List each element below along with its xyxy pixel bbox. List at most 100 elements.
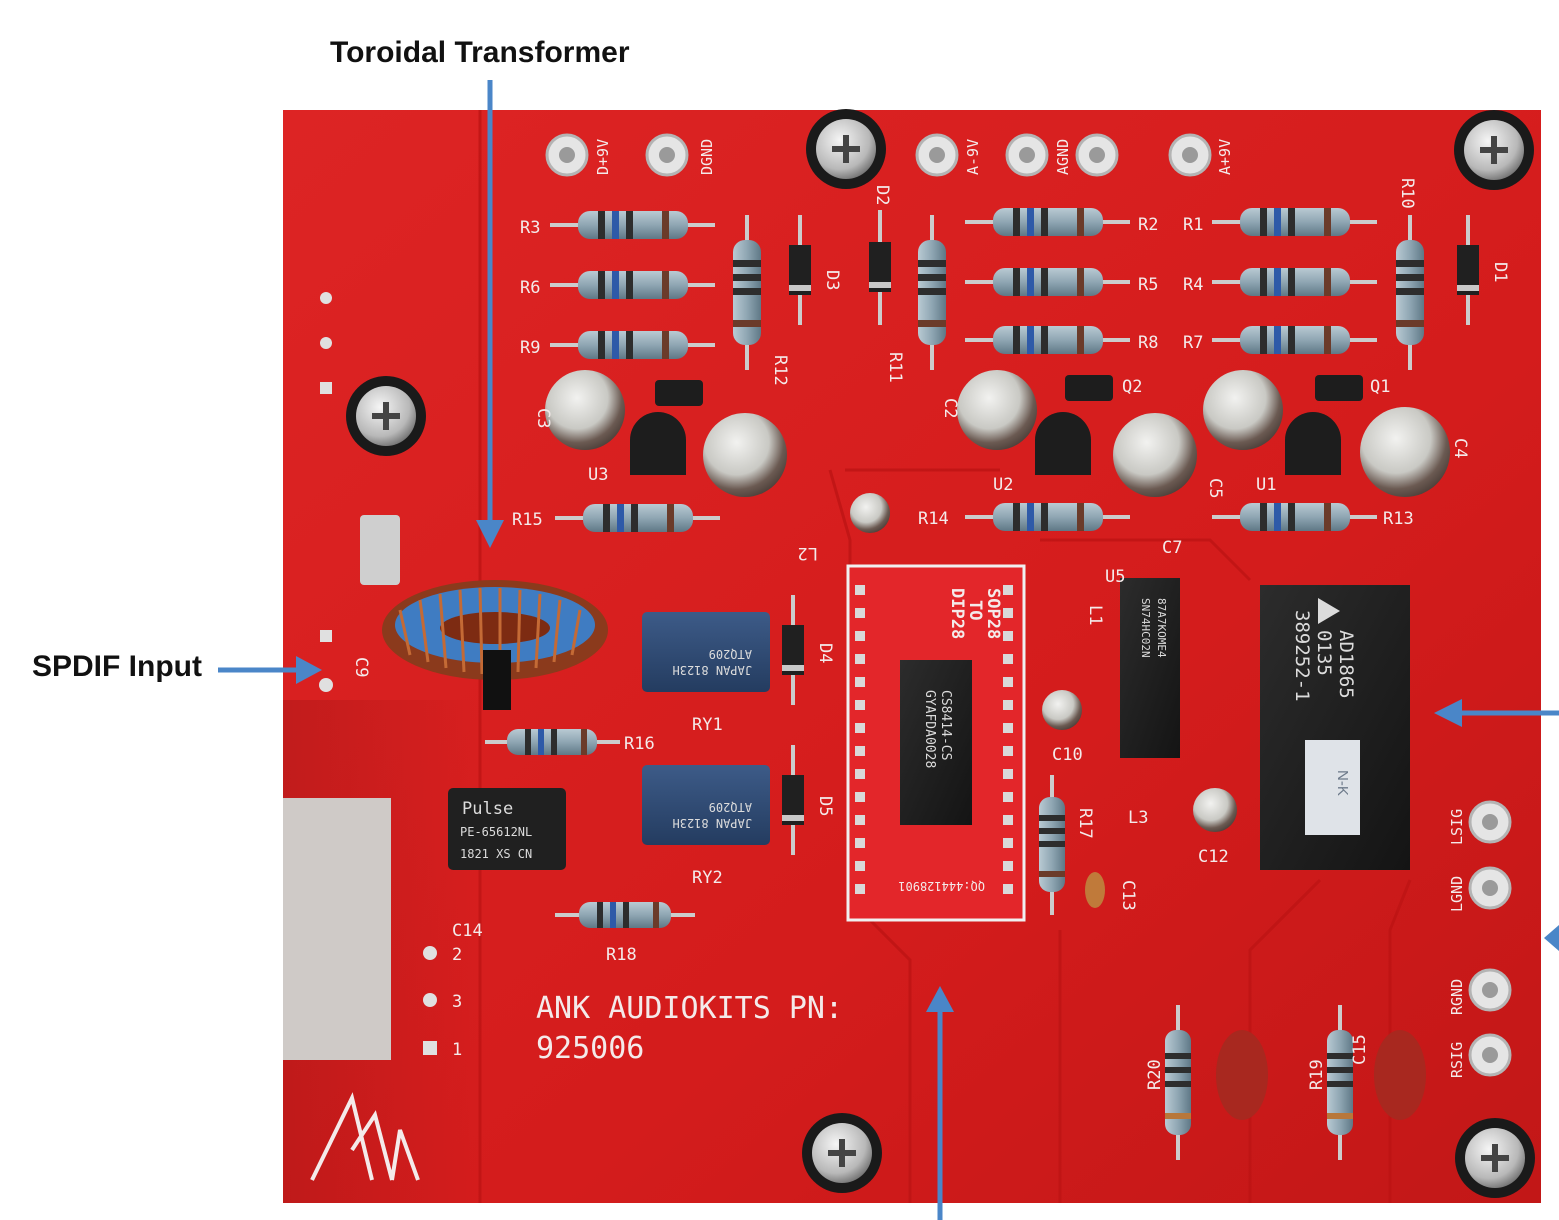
ref-r18: R18 xyxy=(606,945,637,965)
ref-r10: R10 xyxy=(1397,178,1417,209)
ref-c2: C2 xyxy=(940,398,960,418)
adapter-title-1: SOP28 xyxy=(983,588,1003,639)
ref-q2: Q2 xyxy=(1122,377,1142,397)
callout-toroidal-transformer: Toroidal Transformer xyxy=(330,36,630,69)
relay2-text-2: JAPAN 8123H xyxy=(673,816,752,830)
ref-ry1: RY1 xyxy=(692,715,723,735)
toroidal-transformer xyxy=(382,580,608,710)
ref-ry2: RY2 xyxy=(692,868,723,888)
ref-pin2: 2 xyxy=(452,945,462,965)
pad-label-rgnd: RGND xyxy=(1448,979,1466,1015)
logic-chip-line1: 87A7KOME4 xyxy=(1155,598,1168,658)
ref-r9: R9 xyxy=(520,338,540,358)
left-pads xyxy=(319,292,437,1055)
pad-label-lgnd: LGND xyxy=(1448,876,1466,912)
ref-r19: R19 xyxy=(1307,1059,1327,1090)
sticker xyxy=(283,798,391,1060)
ref-u1: U1 xyxy=(1256,475,1276,495)
output-pads xyxy=(1468,800,1512,1077)
receiver-chip-part: CS8414-CS xyxy=(938,690,953,760)
relay1-text-2: JAPAN 8123H xyxy=(673,663,752,677)
receiver-chip xyxy=(900,660,972,825)
relays xyxy=(642,612,770,845)
ref-c15: C15 xyxy=(1350,1034,1370,1065)
transistors xyxy=(630,375,1363,475)
ref-c7: C7 xyxy=(1162,538,1182,558)
ref-r15: R15 xyxy=(512,510,543,530)
resistors-horizontal xyxy=(485,208,1377,928)
ref-r11: R11 xyxy=(885,352,905,383)
capacitors-film xyxy=(360,515,1426,1120)
callout-spdif-input: SPDIF Input xyxy=(32,650,202,683)
pulse-brand: Pulse xyxy=(462,799,513,819)
ref-r13: R13 xyxy=(1383,509,1414,529)
relay2-text-1: ATQ209 xyxy=(709,800,752,814)
ref-c3: C3 xyxy=(533,408,553,428)
ref-c4: C4 xyxy=(1450,438,1470,458)
ref-r14: R14 xyxy=(918,509,949,529)
ref-d1: D1 xyxy=(1490,262,1510,282)
ref-r17: R17 xyxy=(1075,808,1095,839)
adapter-serial: QQ:444128901 xyxy=(898,879,985,893)
dac-chip-line3: 389252-1 xyxy=(1291,610,1313,702)
ref-r1: R1 xyxy=(1183,215,1203,235)
relay1-text-1: ATQ209 xyxy=(709,647,752,661)
ref-d2: D2 xyxy=(872,185,892,205)
ref-r5: R5 xyxy=(1138,275,1158,295)
pad-label-d9v: D+9V xyxy=(594,139,612,175)
logic-chip-line2: SN74HC02N xyxy=(1139,598,1152,658)
dac-chip-part: AD1865 xyxy=(1335,630,1357,699)
analog-devices-logo xyxy=(1318,598,1340,624)
pad-label-agnd: AGND xyxy=(1054,139,1072,175)
dac-sticker xyxy=(1305,740,1360,835)
ref-r16: R16 xyxy=(624,734,655,754)
ref-c13: C13 xyxy=(1118,880,1138,911)
pulse-part: PE-65612NL xyxy=(460,825,532,839)
dac-chip-line2: 0135 xyxy=(1313,630,1335,676)
pad-label-a9vneg: A-9V xyxy=(964,139,982,175)
ref-c5: C5 xyxy=(1205,478,1225,498)
ref-r12: R12 xyxy=(770,355,790,386)
ref-u5: U5 xyxy=(1105,567,1125,587)
power-pads xyxy=(545,133,1212,177)
dac-sticker-text: N-K xyxy=(1334,770,1351,796)
ref-c10: C10 xyxy=(1052,745,1083,765)
ref-d4: D4 xyxy=(815,643,835,663)
ank-logo xyxy=(310,1092,420,1181)
adapter-pins xyxy=(855,585,1013,894)
ref-r4: R4 xyxy=(1183,275,1203,295)
ref-l2: L2 xyxy=(798,543,818,563)
capacitors-electrolytic xyxy=(545,370,1450,832)
ref-l3: L3 xyxy=(1128,808,1148,828)
resistors-vertical xyxy=(733,215,1424,1160)
ref-u2: U2 xyxy=(993,475,1013,495)
kit-part-number: 925006 xyxy=(536,1031,644,1066)
ref-c12: C12 xyxy=(1198,847,1229,867)
callout-arrows xyxy=(218,80,1559,1220)
ref-r3: R3 xyxy=(520,218,540,238)
pulse-code: 1821 XS CN xyxy=(460,847,532,861)
ref-r2: R2 xyxy=(1138,215,1158,235)
ref-pin3: 3 xyxy=(452,992,462,1012)
ref-c14: C14 xyxy=(452,921,483,941)
ref-r20: R20 xyxy=(1145,1059,1165,1090)
screws xyxy=(346,109,1535,1198)
diodes xyxy=(782,210,1479,855)
adapter-title-2: TO xyxy=(965,600,985,620)
ref-c9: C9 xyxy=(351,657,371,677)
receiver-chip-code: GYAFDA0028 xyxy=(922,690,937,768)
ref-r6: R6 xyxy=(520,278,540,298)
pad-label-lsig: LSIG xyxy=(1448,809,1466,845)
ref-q1: Q1 xyxy=(1370,377,1390,397)
ref-d3: D3 xyxy=(822,270,842,290)
ref-pin1: 1 xyxy=(452,1040,462,1060)
ref-l1: L1 xyxy=(1085,605,1105,625)
ref-u3: U3 xyxy=(588,465,608,485)
ref-r7: R7 xyxy=(1183,333,1203,353)
pad-label-rsig: RSIG xyxy=(1448,1042,1466,1078)
kit-name: ANK AUDIOKITS PN: xyxy=(536,991,843,1026)
adapter-title-3: DIP28 xyxy=(947,588,967,639)
ref-r8: R8 xyxy=(1138,333,1158,353)
pulse-transformer xyxy=(448,788,566,870)
